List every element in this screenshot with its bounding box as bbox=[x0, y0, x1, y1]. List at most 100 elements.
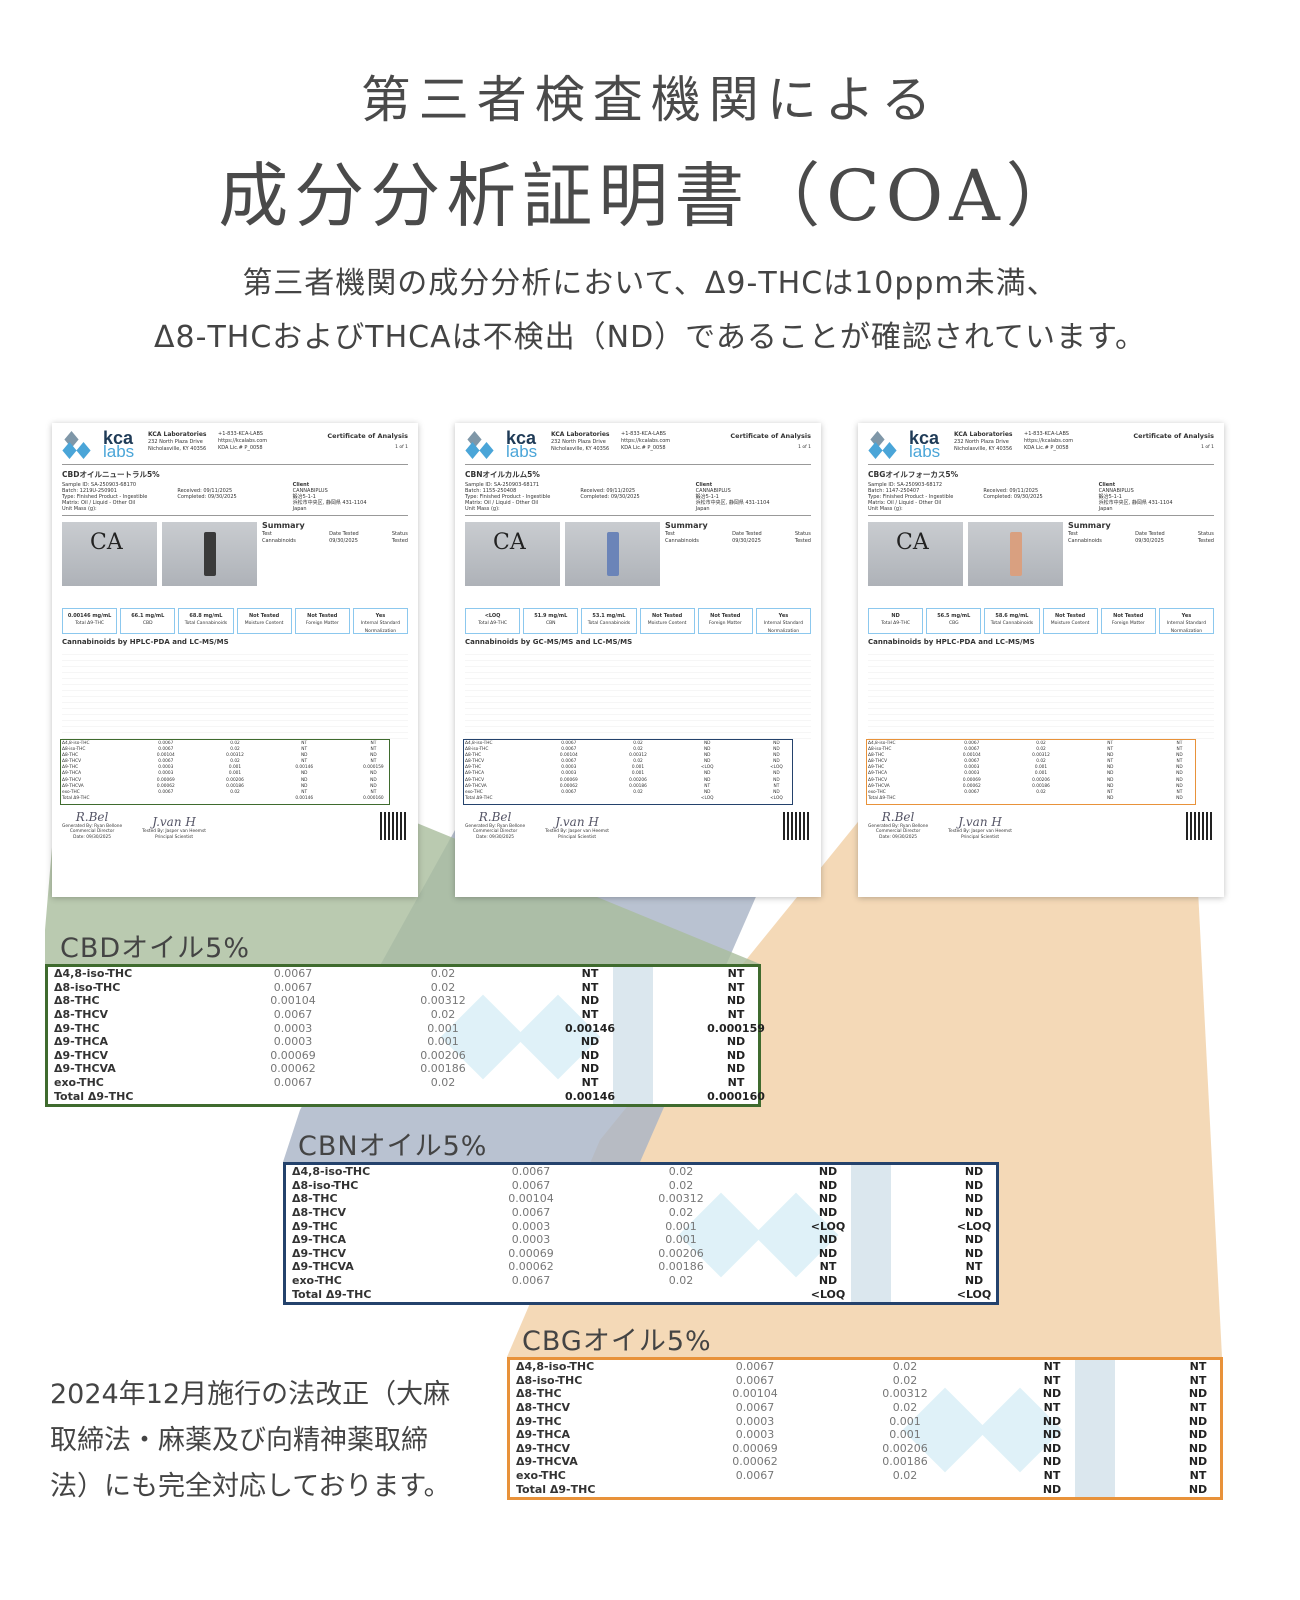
table-row: Δ9-THCVA 0.00062 0.00186 NT NT bbox=[286, 1260, 996, 1274]
analyte: Δ8-THC bbox=[868, 753, 885, 759]
loq-value: 0.02 bbox=[430, 967, 456, 981]
percent: <LOQ bbox=[770, 795, 783, 801]
lod: 0.0067 bbox=[158, 741, 174, 746]
result-value: NT bbox=[1043, 1360, 1061, 1374]
percent-value: ND bbox=[1188, 1428, 1208, 1442]
table-row: Δ9-THC 0.0003 0.001 <LOQ <LOQ bbox=[286, 1219, 996, 1233]
result-value: ND bbox=[818, 1165, 838, 1179]
percent-value: NT bbox=[1189, 1401, 1207, 1415]
table-row: Δ9-THCVA 0.00062 0.00186 ND ND bbox=[510, 1455, 1220, 1469]
percent: NT bbox=[370, 759, 377, 765]
analyte: Δ4,8-iso-THC bbox=[62, 741, 90, 746]
analyte-name: Δ9-THC bbox=[292, 1219, 338, 1233]
loq: 0.02 bbox=[633, 789, 643, 795]
analyte: exo-THC bbox=[868, 789, 886, 795]
table-row: Δ9-THCA 0.0003 0.001 ND ND bbox=[510, 1428, 1220, 1442]
result-value: 0.00146 bbox=[564, 1089, 616, 1103]
loq: 0.00312 bbox=[226, 753, 244, 759]
lod: 0.00062 bbox=[156, 783, 175, 789]
result-value: ND bbox=[1042, 1455, 1062, 1469]
percent-value: NT bbox=[727, 1076, 745, 1090]
table-row: Δ4,8-iso-THC 0.0067 0.02 NT NT bbox=[48, 967, 758, 981]
table-row: Δ9-THCV 0.00069 0.00206 ND ND bbox=[286, 1247, 996, 1261]
product-title: CBDオイルニュートラル5% bbox=[62, 470, 160, 479]
percent: ND bbox=[773, 747, 780, 753]
loq-value: 0.001 bbox=[665, 1233, 697, 1247]
percent-value: ND bbox=[964, 1178, 984, 1192]
sample-id: Sample ID: SA-250903-68172 bbox=[868, 482, 943, 488]
analyte-name: Total Δ9-THC bbox=[292, 1287, 372, 1301]
loq-value: 0.02 bbox=[668, 1165, 694, 1179]
percent: NT bbox=[1176, 789, 1183, 795]
method-title: Cannabinoids by HPLC-PDA and LC-MS/MS bbox=[62, 638, 229, 646]
type: Type: Finished Product - Ingestible bbox=[868, 494, 954, 500]
summary-label: Foreign Matter bbox=[1111, 621, 1145, 626]
license: KDA Lic.# P_0058 bbox=[218, 445, 263, 451]
phone: +1-833-KCA-LABS bbox=[218, 431, 263, 437]
summary-value: 53.1 mg/mL bbox=[592, 613, 626, 619]
loq: 0.02 bbox=[633, 747, 643, 753]
qr-code[interactable] bbox=[783, 812, 811, 841]
table-label: CBDオイル5% bbox=[60, 933, 250, 964]
percent: ND bbox=[1176, 771, 1183, 777]
table-row: Δ9-THCA 0.0003 0.001 ND ND bbox=[286, 1233, 996, 1247]
table-row: Δ9-THCV 0.00069 0.00206 ND ND bbox=[510, 1442, 1220, 1456]
result-value: ND bbox=[818, 1192, 838, 1206]
analyte: Δ9-THCA bbox=[465, 771, 485, 777]
loq: 0.02 bbox=[230, 747, 240, 753]
percent-value: ND bbox=[726, 1062, 746, 1076]
qr-code[interactable] bbox=[1186, 812, 1214, 841]
percent-value: 0.000159 bbox=[707, 1021, 765, 1035]
table-row: Δ4,8-iso-THC 0.0067 0.02 ND ND bbox=[286, 1165, 996, 1179]
loq: 0.02 bbox=[1036, 747, 1046, 753]
summary-value: Not Tested bbox=[307, 613, 338, 619]
lod: 0.0067 bbox=[158, 759, 174, 765]
h: Status bbox=[391, 531, 408, 537]
analyte: Δ9-THC bbox=[465, 765, 482, 771]
percent: ND bbox=[1176, 795, 1183, 801]
loq-value: 0.02 bbox=[430, 1076, 456, 1090]
loq: 0.02 bbox=[633, 741, 643, 746]
result: ND bbox=[1106, 783, 1114, 789]
lod-value: 0.0067 bbox=[511, 1274, 551, 1288]
analyte: Δ8-THCV bbox=[465, 759, 485, 765]
result: NT bbox=[301, 759, 308, 765]
lod: 0.00069 bbox=[559, 777, 578, 783]
loq-value: 0.001 bbox=[889, 1414, 921, 1428]
result-value: ND bbox=[580, 994, 600, 1008]
h: Status bbox=[794, 531, 811, 537]
percent-value: ND bbox=[964, 1274, 984, 1288]
h: Test bbox=[262, 531, 272, 537]
summary-label: Moisture Content bbox=[647, 621, 687, 626]
analyte: Δ9-THCV bbox=[465, 777, 485, 783]
lod: 0.00069 bbox=[156, 777, 175, 783]
column-stripe bbox=[851, 1165, 891, 1302]
percent-value: NT bbox=[1189, 1360, 1207, 1374]
lod: 0.0003 bbox=[964, 771, 980, 777]
loq: 0.00312 bbox=[1032, 753, 1050, 759]
role: Principal Scientist bbox=[557, 834, 597, 840]
lod-value: 0.0067 bbox=[735, 1360, 775, 1374]
lab-addr: Nicholasville, KY 40356 bbox=[954, 446, 1013, 452]
lab-addr: 232 North Plaza Drive bbox=[954, 439, 1009, 445]
matrix: Matrix: Oil / Liquid - Other Oil bbox=[62, 500, 136, 506]
website: https://kcalabs.com bbox=[621, 438, 671, 444]
result-value: 0.00146 bbox=[564, 1021, 616, 1035]
result-value: NT bbox=[1043, 1401, 1061, 1415]
loq: 0.02 bbox=[230, 759, 240, 765]
loq: 0.001 bbox=[1034, 765, 1048, 771]
percent: 0.000160 bbox=[363, 795, 384, 801]
qr-code[interactable] bbox=[380, 812, 408, 841]
